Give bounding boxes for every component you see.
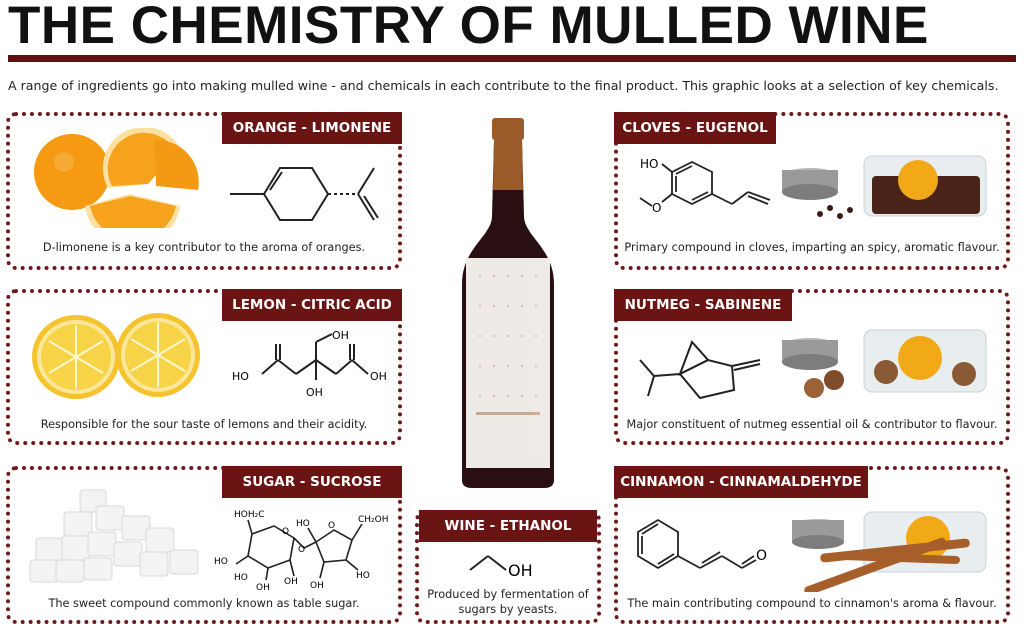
orange-tab: ORANGE - LIMONENE (222, 112, 402, 144)
sucrose-structure: HOH₂C O HO HO OH O HO O CH₂OH OH HO OH (214, 510, 389, 590)
eugenol-o: O (652, 201, 661, 215)
sugar-cubes-illustration (29, 489, 199, 583)
orange-description: D-limonene is a key contributor to the a… (42, 241, 366, 254)
sucrose-ho-b: HO (234, 573, 248, 583)
cinnamaldehyde-o: O (756, 548, 767, 564)
nutmeg-description: Major constituent of nutmeg essential oi… (626, 418, 998, 431)
limonene-structure (230, 167, 379, 221)
wine-description-line1: Produced by fermentation of (427, 588, 589, 601)
sugar-description: The sweet compound commonly known as tab… (48, 597, 360, 610)
cloves-tab: CLOVES - EUGENOL (614, 112, 776, 144)
citric-oh-top: OH (332, 330, 349, 342)
nutmeg-tab: NUTMEG - SABINENE (614, 289, 792, 321)
nutmeg-jar-illustration (782, 329, 987, 398)
sucrose-ho-a: HO (214, 557, 228, 567)
wine-tab: WINE - ETHANOL (419, 510, 597, 542)
wine-bottle-illustration (462, 118, 554, 488)
cinnamon-description: The main contributing compound to cinnam… (627, 597, 997, 610)
citric-oh-right: OH (370, 370, 387, 383)
citric-oh-middle: OH (306, 386, 323, 399)
ethanol-structure: OH (469, 555, 533, 580)
cinnamon-jar-illustration (792, 511, 987, 592)
sugar-tab: SUGAR - SUCROSE (222, 466, 402, 498)
citric-ho-left: HO (232, 370, 249, 383)
cinnamon-tab: CINNAMON - CINNAMALDEHYDE (614, 466, 868, 498)
intro-text: A range of ingredients go into making mu… (8, 78, 999, 93)
orange-illustration (34, 128, 199, 228)
sabinene-structure (639, 340, 761, 400)
eugenol-structure: HO O (639, 157, 771, 215)
eugenol-ho: HO (640, 157, 658, 171)
wine-description-line2: sugars by yeasts. (458, 603, 558, 616)
lemon-description: Responsible for the sour taste of lemons… (40, 418, 368, 431)
cloves-jar-illustration (782, 155, 987, 219)
ethanol-oh: OH (508, 561, 533, 580)
cinnamaldehyde-structure: O (637, 518, 767, 570)
sucrose-ho-c: HO (296, 519, 310, 529)
sucrose-o2: O (298, 545, 305, 555)
citric-acid-structure: OH HO OH OH (232, 330, 387, 399)
page-title: THE CHEMISTRY OF MULLED WINE (8, 0, 929, 55)
lemon-illustration (32, 313, 200, 399)
sucrose-ho-d: HO (356, 571, 370, 581)
title-rule (8, 55, 1016, 62)
sucrose-oh-c: OH (284, 577, 298, 587)
sucrose-oh-b: OH (310, 581, 324, 590)
sucrose-hoh2c: HOH₂C (234, 510, 265, 520)
lemon-tab: LEMON - CITRIC ACID (222, 289, 402, 321)
cloves-description: Primary compound in cloves, imparting an… (624, 241, 1000, 254)
sucrose-o3: O (328, 521, 335, 531)
sucrose-oh-a: OH (256, 583, 270, 590)
sucrose-o1: O (282, 527, 289, 537)
sucrose-ch2oh: CH₂OH (358, 515, 389, 525)
